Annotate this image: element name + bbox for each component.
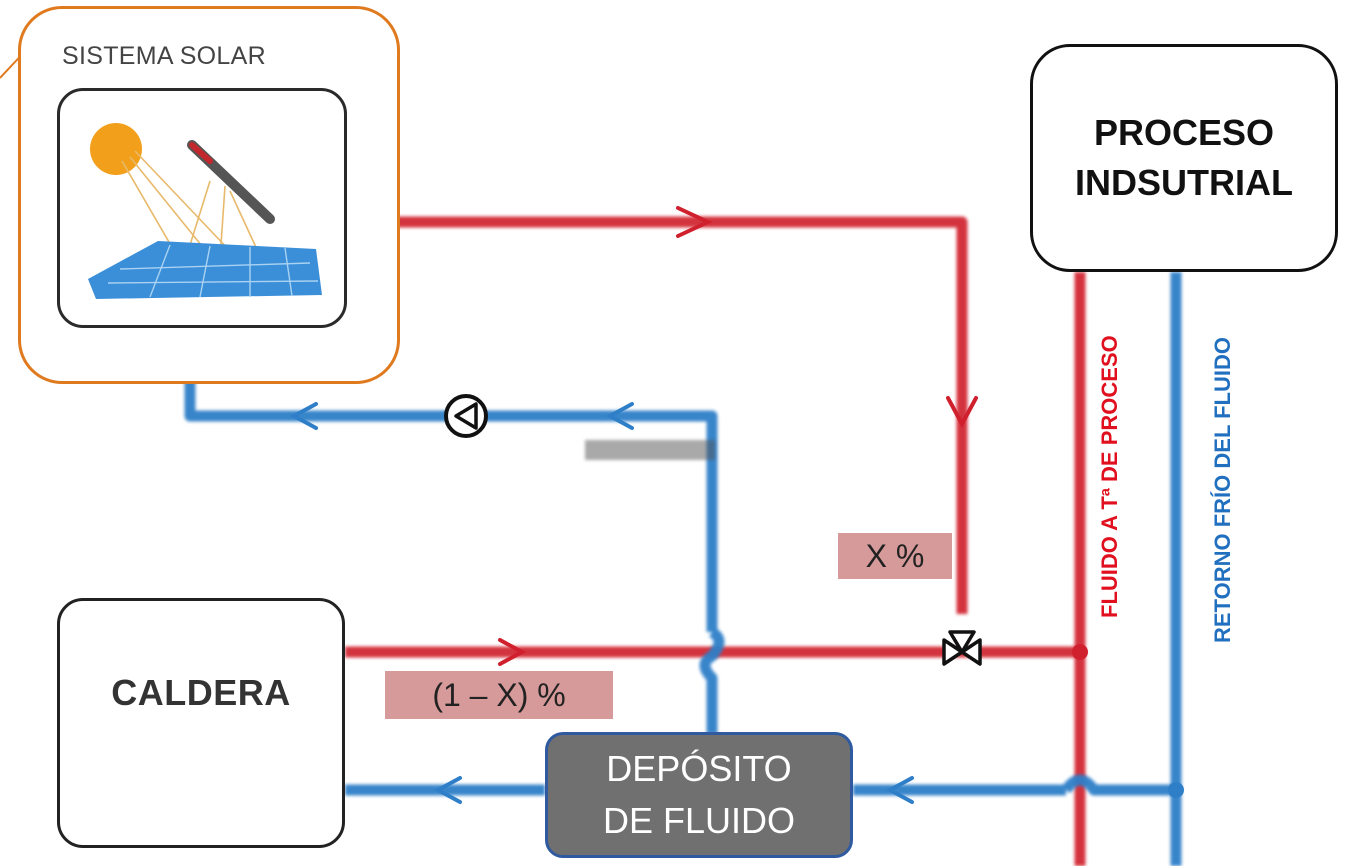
boiler-label: CALDERA xyxy=(111,672,291,713)
boiler-box: CALDERA xyxy=(57,598,345,848)
arrow-hot-right xyxy=(676,206,713,238)
hot-supply-label: FLUIDO A Tª DE PROCESO xyxy=(1097,335,1122,618)
hot-pipe-solar xyxy=(345,216,968,614)
cold-pipe-return-crossover xyxy=(1061,774,1176,796)
receiver-tube-icon xyxy=(187,140,275,224)
cold-pipe-crossover xyxy=(699,627,725,734)
arrow-cold-left-3 xyxy=(433,776,462,804)
industrial-process-box: PROCESO INDSUTRIAL xyxy=(1030,44,1338,272)
solar-system-title: SISTEMA SOLAR xyxy=(62,42,266,70)
cold-junction-dot xyxy=(1168,782,1184,798)
arrow-hot-down xyxy=(946,396,978,429)
hot-junction-dot xyxy=(1072,644,1088,660)
arrow-cold-left-1 xyxy=(289,402,318,430)
tank-label-line2: DE FLUIDO xyxy=(602,800,796,841)
three-way-valve-icon xyxy=(942,630,982,666)
boiler-fraction-tag: (1 – X) % xyxy=(385,671,613,719)
arrow-boiler-right xyxy=(498,638,527,666)
tank-label-line1: DEPÓSITO xyxy=(606,748,792,789)
arrow-cold-left-4 xyxy=(885,776,914,804)
process-label-line1: PROCESO xyxy=(1093,112,1275,153)
pump-icon xyxy=(444,394,488,438)
solar-fraction-tag: X % xyxy=(838,533,952,579)
flow-arrows xyxy=(289,206,978,804)
arrow-cold-left-2 xyxy=(605,402,634,430)
process-label-line2: INDSUTRIAL xyxy=(1075,162,1293,203)
cold-return-label: RETORNO FRÍO DEL FLUIDO xyxy=(1210,337,1235,643)
fluid-tank-box: DEPÓSITO DE FLUIDO xyxy=(545,732,853,858)
solar-collector-illustration xyxy=(57,88,347,328)
pipe-shadow xyxy=(585,440,715,460)
solar-illustration-icon xyxy=(88,123,322,299)
